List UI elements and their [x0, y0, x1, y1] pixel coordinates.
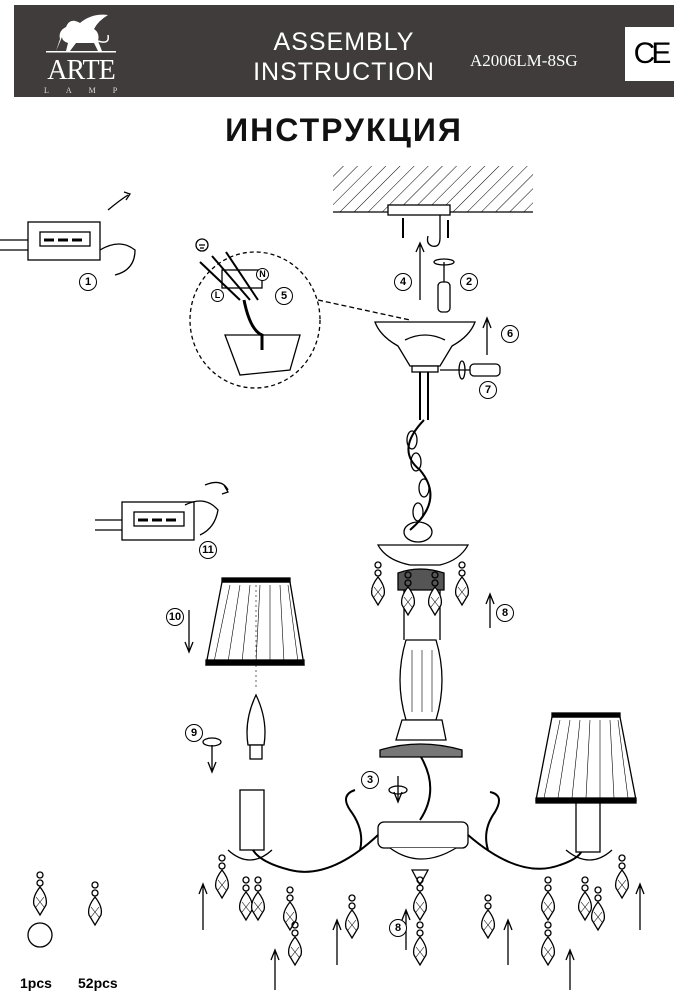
step-2: 2	[460, 273, 478, 291]
live-wire-label: L	[211, 289, 224, 302]
lamp-shade	[535, 712, 637, 804]
arrow-up-icon	[415, 241, 425, 300]
part-quantity-ball: 1pcs	[20, 975, 52, 991]
step-5: 5	[275, 287, 293, 305]
candle-bulb-icon	[246, 580, 266, 760]
winged-lion-icon	[46, 14, 116, 53]
step-7: 7	[479, 381, 497, 399]
arrow-up-icon	[482, 316, 492, 355]
screwdriver-icon	[440, 360, 501, 380]
ceiling-canopy	[374, 321, 476, 420]
ce-mark-icon: CE	[625, 27, 676, 81]
step-3: 3	[361, 771, 379, 789]
arrow-up-icon	[485, 592, 495, 628]
step-8: 8	[496, 604, 514, 622]
neutral-wire-label: N	[256, 268, 269, 281]
page-title: ИНСТРУКЦИЯ	[225, 112, 463, 148]
step-9: 9	[185, 724, 203, 742]
document-title: ASSEMBLY INSTRUCTION	[253, 28, 435, 86]
lamp-shade	[205, 577, 305, 666]
chain	[403, 419, 433, 543]
rotate-icon	[388, 785, 408, 795]
arrow-down-icon	[184, 610, 194, 654]
rotate-icon	[202, 737, 222, 747]
step-4: 4	[394, 273, 412, 291]
step-1: 1	[79, 273, 97, 291]
ceiling	[333, 166, 533, 247]
arte-lamp-logo: ARTE LAMP	[36, 11, 126, 95]
part-quantity-drop: 52pcs	[78, 975, 118, 991]
step-8-lower: 8	[389, 919, 407, 937]
wiring-detail	[189, 238, 411, 389]
arrow-up-icon	[198, 882, 645, 990]
chandelier-upper-body	[376, 544, 470, 821]
crystal-parts	[27, 871, 103, 948]
screwdriver-icon	[433, 258, 455, 313]
wall-switch-on-icon	[95, 481, 229, 541]
step-10: 10	[166, 608, 184, 626]
chandelier-arms	[227, 789, 613, 887]
wall-switch-off-icon	[0, 191, 136, 276]
model-number: A2006LM-8SG	[470, 51, 578, 70]
arrow-down-icon	[393, 776, 403, 804]
step-11: 11	[199, 541, 217, 559]
step-6: 6	[501, 325, 519, 343]
arrow-down-icon	[207, 745, 217, 774]
header-banner: ARTE LAMP ASSEMBLY INSTRUCTION A2006LM-8…	[14, 5, 674, 97]
